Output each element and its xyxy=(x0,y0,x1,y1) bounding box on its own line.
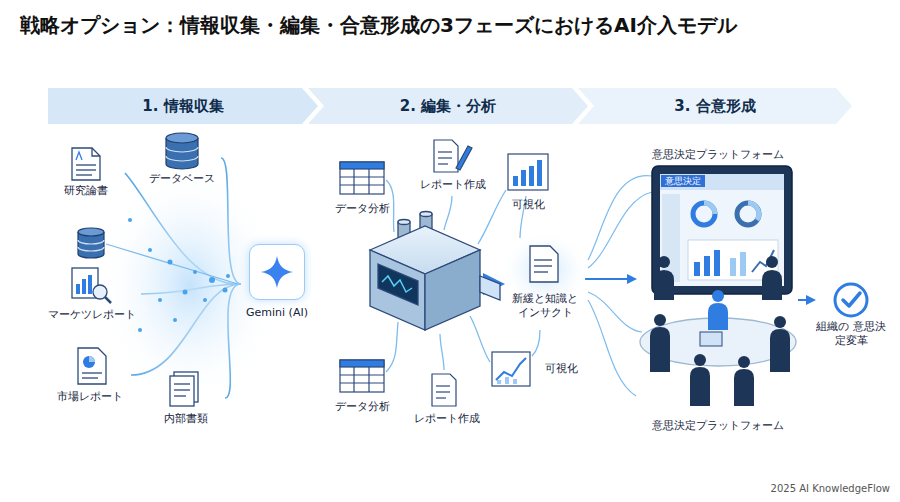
report-icon xyxy=(72,268,111,303)
document-icon xyxy=(530,246,558,282)
node-label: 3. 合意形成 xyxy=(578,88,852,124)
node-label: 内部書類 xyxy=(147,412,225,426)
ai-star xyxy=(249,244,305,300)
ai-node: Gemini (AI) xyxy=(241,244,313,324)
node-label: 可視化 xyxy=(545,362,578,376)
node-label: 研究論書 xyxy=(47,184,125,198)
report-icon xyxy=(434,140,472,172)
source-node: 可視化 xyxy=(488,348,582,392)
node-label: データベース xyxy=(143,172,221,186)
source-node: レポート作成 xyxy=(415,136,491,192)
node-label: 2. 編集・分析 xyxy=(308,88,588,124)
spreadsheet-icon xyxy=(340,360,384,392)
source-node: 新緩と知識と インサクト xyxy=(505,240,585,335)
check-circle xyxy=(835,284,867,316)
node-label: 可視化 xyxy=(497,198,559,212)
meeting-people xyxy=(640,256,796,406)
processing-machine xyxy=(370,212,500,331)
screen-label: 意思決定 xyxy=(661,175,705,187)
report-icon xyxy=(78,348,106,384)
connector xyxy=(798,299,806,301)
node-label: 組織の 意思決定変革 xyxy=(816,320,886,348)
node-label: レポート作成 xyxy=(409,412,485,426)
source-node: データベース xyxy=(143,130,221,186)
phase-band: 1. 情報収集 xyxy=(48,88,318,124)
source-node: 研究論書 xyxy=(47,148,125,198)
node-label: 1. 情報収集 xyxy=(48,88,318,124)
node-label: データ分析 xyxy=(327,202,398,216)
title-text: 戦略オプション：情報収集・編集・合意形成の3フェーズにおけるAI介入モデル xyxy=(20,12,737,39)
chart-icon xyxy=(492,352,530,386)
node-label: 意思決定プラットフォーム xyxy=(637,148,798,162)
node-label: データ分析 xyxy=(327,400,398,414)
document-icon xyxy=(72,148,100,180)
source-node: 組織の 意思決定変革 xyxy=(816,282,886,350)
source-node: 意思決定プラットフォーム意思決定 xyxy=(637,148,798,318)
source-node: 内部書類 xyxy=(147,370,225,426)
connector xyxy=(585,278,627,280)
document-icon xyxy=(170,372,198,406)
footer-note: 2025 AI KnowledgeFlow xyxy=(771,483,890,494)
platform-label: 意思決定プラットフォーム xyxy=(640,418,795,433)
source-node: データ分析 xyxy=(327,158,398,216)
node-label: Gemini (AI) xyxy=(241,306,313,320)
source-node: 市場レポート xyxy=(49,346,131,404)
phase-band: 2. 編集・分析 xyxy=(308,88,588,124)
ai-box xyxy=(249,244,305,300)
node-label: 市場レポート xyxy=(49,390,131,404)
database-icon xyxy=(166,133,198,169)
source-node: データ分析 xyxy=(327,356,398,414)
source-node: 可視化 xyxy=(497,150,559,212)
node-label: レポート作成 xyxy=(415,178,491,192)
source-node: レポート作成 xyxy=(409,370,485,426)
phase-band: 3. 合意形成 xyxy=(578,88,852,124)
node-label: マーケツレポート xyxy=(43,308,141,322)
source-node: マーケツレポート xyxy=(43,266,141,322)
node-label: 新緩と知識と インサクト xyxy=(509,292,581,320)
report-icon xyxy=(432,374,456,406)
database-icon xyxy=(78,228,104,258)
chart-icon xyxy=(508,154,548,190)
spreadsheet-icon xyxy=(340,162,384,194)
